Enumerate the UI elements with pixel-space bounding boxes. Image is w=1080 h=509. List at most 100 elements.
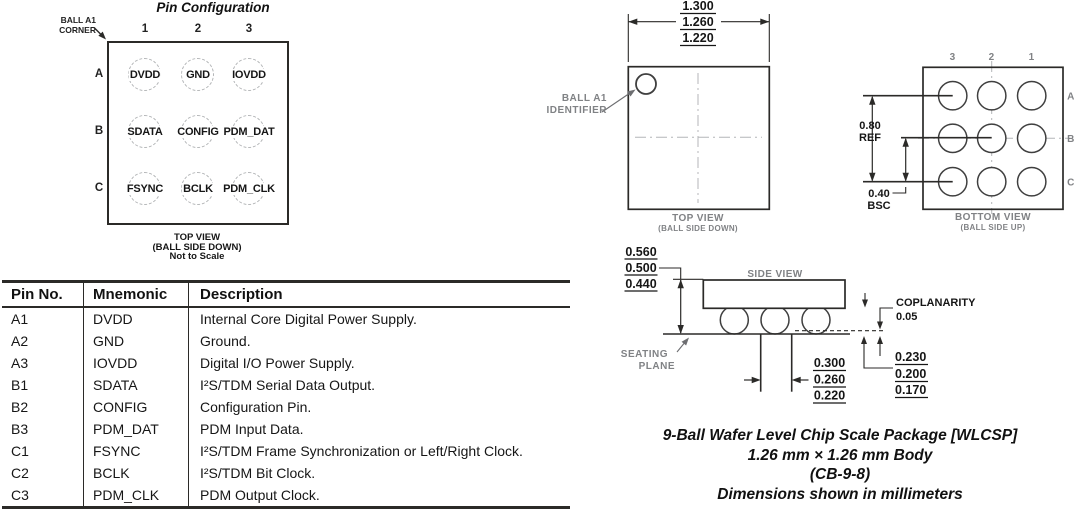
ball-a1-identifier-circle (635, 73, 657, 95)
description: I²S/TDM Serial Data Output. (188, 374, 570, 396)
ball-dim-min: 0.220 (814, 389, 845, 403)
standoff-dim-max: 0.230 (895, 350, 926, 364)
pin-config-caption: TOP VIEW (BALL SIDE DOWN) Not to Scale (107, 233, 287, 262)
pin-ball-A2: GND (166, 57, 230, 93)
pin-label: BCLK (182, 183, 214, 195)
top-view-body-outline (627, 65, 771, 211)
pin-no: A3 (11, 355, 29, 371)
col-header-mnemonic: Mnemonic (83, 281, 189, 308)
bv-col-label-1: 1 (1029, 52, 1035, 63)
pin-ball-A1: DVDD (113, 57, 177, 93)
bv-row-label-b: B (1067, 134, 1075, 145)
coplanarity-value: 0.05 (896, 311, 917, 323)
leader-line (892, 187, 907, 194)
description: Ground. (188, 330, 570, 352)
package-units-note: Dimensions shown in millimeters (717, 485, 963, 503)
ball-dim-max: 0.300 (814, 356, 845, 370)
package-outline-drawing: 1.300 1.260 1.220 BALL A1 IDENTIFIER TOP… (546, 0, 1075, 404)
package-code: (CB-9-8) (809, 466, 871, 483)
pc-caption-line3: Not to Scale (169, 251, 225, 263)
mnemonic: BCLK (83, 462, 189, 484)
description: I²S/TDM Bit Clock. (188, 462, 570, 484)
pc-col-label-2: 2 (194, 23, 202, 35)
mnemonic: PDM_CLK (83, 484, 189, 508)
pin-label: DVDD (128, 69, 162, 81)
pin-no: A2 (11, 333, 29, 349)
ball-a1-identifier-label-line2: IDENTIFIER (546, 105, 607, 116)
pc-row-label-c: C (94, 182, 104, 194)
description: I²S/TDM Frame Synchronization or Left/Ri… (188, 440, 570, 462)
pin-label: PDM_DAT (222, 126, 276, 138)
pin-no: A1 (11, 311, 29, 327)
arrowhead-right (760, 18, 770, 25)
mnemonic: SDATA (83, 374, 189, 396)
mnemonic: IOVDD (83, 352, 189, 374)
leader-line (601, 92, 631, 113)
corner-arrow-icon (93, 27, 106, 40)
coplanarity-label: COPLANARITY (896, 297, 976, 309)
height-dim-min: 0.440 (625, 277, 656, 291)
top-view-dim-nom: 1.260 (682, 15, 713, 29)
bottom-view-ball-grid (937, 80, 1047, 197)
pc-row-label-b: B (94, 125, 104, 137)
pc-caption-line1: TOP VIEW (173, 232, 221, 243)
side-view-body-outline (702, 279, 846, 310)
pin-label: CONFIG (176, 126, 220, 138)
height-dim-nom: 0.500 (625, 261, 656, 275)
pin-no: C2 (11, 465, 29, 481)
side-view-balls (719, 305, 831, 335)
pin-label: IOVDD (231, 69, 267, 81)
pin-ball-B2: CONFIG (166, 114, 230, 150)
side-view-caption: SIDE VIEW (747, 269, 802, 280)
seating-plane-label-line1: SEATING (621, 349, 668, 360)
ball-a1-corner-line1: BALL A1 (60, 15, 96, 25)
ball-circle (181, 58, 214, 91)
pc-col-label-1: 1 (141, 23, 149, 35)
half-pitch-dim-value: 0.40 (868, 188, 889, 200)
package-footer-caption: 9-Ball Wafer Level Chip Scale Package [W… (640, 426, 1040, 504)
bv-row-label-a: A (1067, 92, 1075, 103)
col-header-pin-no: Pin No. (2, 281, 84, 308)
pin-no: C1 (11, 443, 29, 459)
mnemonic: CONFIG (83, 396, 189, 418)
bottom-view-caption: BOTTOM VIEW (955, 212, 1031, 223)
pin-ball-B3: PDM_DAT (217, 114, 281, 150)
bv-col-label-2: 2 (989, 52, 995, 63)
ball-a1-identifier-label-line1: BALL A1 (562, 93, 607, 104)
standoff-bracket (863, 341, 893, 369)
seating-plane-label-line2: PLANE (639, 361, 675, 372)
mnemonic: FSYNC (83, 440, 189, 462)
package-body-size: 1.26 mm × 1.26 mm Body (747, 446, 933, 464)
pin-label: PDM_CLK (222, 183, 276, 195)
pin-no: B2 (11, 399, 29, 415)
table-header-row: Pin No. Mnemonic Description (2, 281, 570, 308)
pin-label: SDATA (126, 126, 164, 138)
bottom-view-subcaption: (BALL SIDE UP) (961, 223, 1026, 232)
description: Configuration Pin. (188, 396, 570, 418)
half-pitch-dim-qualifier: BSC (867, 200, 890, 212)
pin-configuration-title: Pin Configuration (156, 0, 270, 15)
coplanarity-bracket (879, 307, 893, 324)
pin-no: B3 (11, 421, 29, 437)
pc-caption-line2: (BALL SIDE DOWN) (152, 241, 242, 253)
mnemonic: GND (83, 330, 189, 352)
leader-line (659, 267, 682, 280)
pin-ball-C3: PDM_CLK (217, 171, 281, 207)
pin-label: GND (185, 69, 211, 81)
mnemonic: DVDD (83, 307, 189, 330)
pin-ball-B1: SDATA (113, 114, 177, 150)
top-view-dim-max: 1.300 (682, 0, 713, 13)
package-name: 9-Ball Wafer Level Chip Scale Package [W… (662, 427, 1018, 444)
top-view-dim-min: 1.220 (682, 31, 713, 45)
pitch-dim-value: 0.80 (859, 120, 880, 132)
description: PDM Output Clock. (188, 484, 570, 508)
